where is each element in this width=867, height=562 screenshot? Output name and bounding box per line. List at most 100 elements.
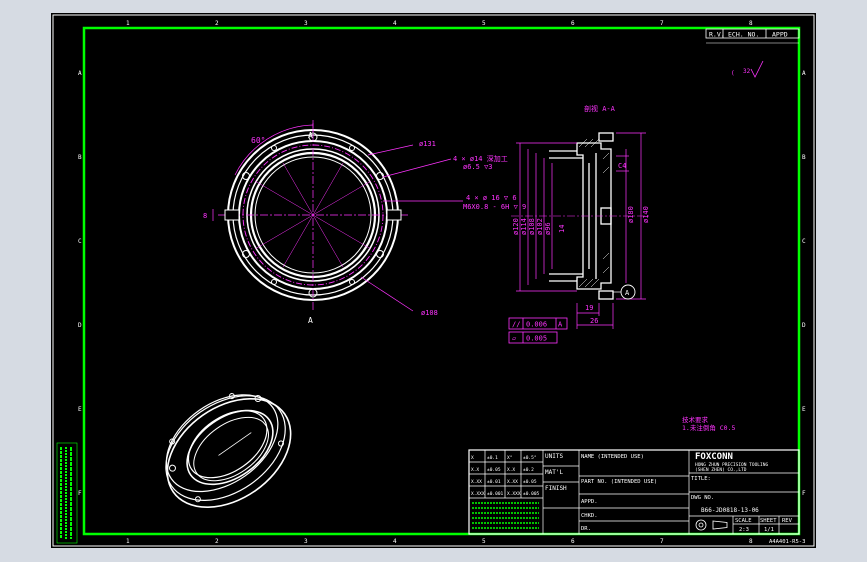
zone-letter: D: [78, 322, 82, 329]
section-diameter-label: ø96: [544, 222, 552, 235]
section-diameter-label: ø120: [512, 218, 520, 235]
zone-number: 7: [660, 538, 664, 545]
tol-cell: X.XX: [507, 479, 518, 485]
outer-diameter-dimension: ø131: [419, 140, 436, 148]
tol-cell: ±0.05: [487, 467, 501, 473]
tol-cell: ±0.05: [523, 479, 537, 485]
tolerance-frame-flatness: ▱ 0.005: [508, 331, 558, 344]
tolerance-datum: A: [558, 321, 563, 329]
section-title: 剖视 A-A: [584, 104, 616, 113]
revision-block: R.V. ECH. NO. APPD: [705, 28, 800, 44]
section-dim-26: 26: [590, 317, 598, 325]
outer-border: [52, 14, 815, 547]
section-diameter-label: ø102: [536, 218, 544, 235]
zone-letter: E: [802, 406, 806, 413]
tech-note-1: 1.未注倒角 C0.5: [682, 423, 735, 432]
tol-cell: X°: [507, 455, 513, 461]
zone-letter: D: [802, 322, 806, 329]
zone-number: 8: [749, 538, 753, 545]
section-dim-right-1: ø180: [627, 206, 635, 223]
section-chamfer: C4: [618, 162, 626, 170]
isometric-view: [165, 393, 292, 509]
tol-cell: X.XX: [471, 479, 482, 485]
zone-letter: F: [802, 490, 806, 497]
projection-symbol: [695, 519, 728, 531]
zone-number: 3: [304, 20, 308, 27]
material-label: MAT'L: [545, 469, 563, 476]
angle-dimension: 60°: [251, 136, 265, 145]
tech-note-title: 技术要求: [682, 415, 709, 424]
zone-letter: F: [78, 490, 82, 497]
scale-label: SCALE: [735, 518, 752, 524]
zone-number: 6: [571, 538, 575, 545]
tolerance-symbol: ▱: [512, 335, 517, 343]
tol-cell: ±0.001: [487, 491, 504, 497]
thread-callout-1: 4 × ø 16 ▽ 6: [466, 194, 517, 202]
company-logo: FOXCONN: [695, 452, 733, 462]
zone-number: 7: [660, 20, 664, 27]
checked-label: CHKD.: [581, 513, 598, 519]
tolerance-frame-parallel: // 0.006 A: [508, 317, 568, 330]
tolerance-value: 0.006: [526, 321, 547, 329]
rev-label: REV: [782, 518, 793, 524]
inner-diameter-dimension: ø108: [421, 309, 438, 317]
sheet-label: SHEET: [760, 518, 777, 524]
zone-letter: E: [78, 406, 82, 413]
zone-number: 1: [126, 538, 130, 545]
name-label: NAME (INTENDED USE): [581, 454, 644, 460]
zone-letter: C: [802, 238, 806, 245]
surface-finish-value: 32: [743, 68, 751, 75]
section-diameter-label: ø108: [528, 218, 536, 235]
technical-notes: 技术要求 1.未注倒角 C0.5: [682, 415, 735, 432]
section-dim-14: 14: [558, 225, 566, 233]
dwg-no-value: B66-JD0818-13-06: [701, 507, 759, 514]
part-no-label: PART NO. (INTENDED USE): [581, 479, 657, 485]
section-diameter-label: ø114: [520, 218, 528, 235]
tolerance-symbol: //: [512, 321, 520, 329]
datum-label-bottom: A: [308, 316, 313, 325]
tolerance-value: 0.005: [526, 335, 547, 343]
dwg-no-label: DWG NO.: [691, 495, 714, 501]
zone-numbers-top: 1 2 3 4 5 6 7 8: [126, 20, 753, 27]
title-label: TITLE:: [691, 476, 711, 482]
zone-number: 2: [215, 20, 219, 27]
zone-letter: A: [78, 70, 82, 77]
units-label: UNITS: [545, 453, 563, 460]
tol-cell: ±0.5°: [523, 455, 537, 461]
approved-label: APPD.: [581, 499, 598, 505]
scale-value: 2:3: [739, 527, 749, 533]
rev-column-label: R.V.: [709, 31, 725, 39]
hole-callout-2: ø6.5 ▽3: [463, 163, 493, 171]
finish-label: FINISH: [545, 485, 567, 492]
thread-callout-2: M6X0.8 - 6H ▽ 9: [463, 203, 526, 211]
geometric-tolerance-frames: // 0.006 A ▱ 0.005: [508, 317, 568, 344]
zone-number: 6: [571, 20, 575, 27]
detail-label: A: [625, 289, 630, 297]
slot-width-dimension: 8: [203, 212, 207, 220]
zone-number: 1: [126, 20, 130, 27]
tol-cell: ±0.01: [487, 479, 501, 485]
zone-number: 8: [749, 20, 753, 27]
zone-number: 2: [215, 538, 219, 545]
ech-no-column-label: ECH. NO.: [728, 31, 759, 39]
appd-column-label: APPD: [772, 31, 788, 39]
zone-number: 4: [393, 20, 397, 27]
tol-cell: ±0.1: [487, 455, 498, 461]
zone-letter: C: [78, 238, 82, 245]
zone-number: 5: [482, 20, 486, 27]
zone-number: 5: [482, 538, 486, 545]
form-number: A4A401-R5-3: [769, 539, 805, 545]
zone-number: 4: [393, 538, 397, 545]
tol-cell: X.XXX: [507, 491, 521, 497]
margin-note-strip: [56, 442, 78, 544]
tol-cell: ±0.2: [523, 467, 534, 473]
tol-cell: X.XXX: [471, 491, 485, 497]
tol-cell: X.X: [507, 467, 515, 473]
